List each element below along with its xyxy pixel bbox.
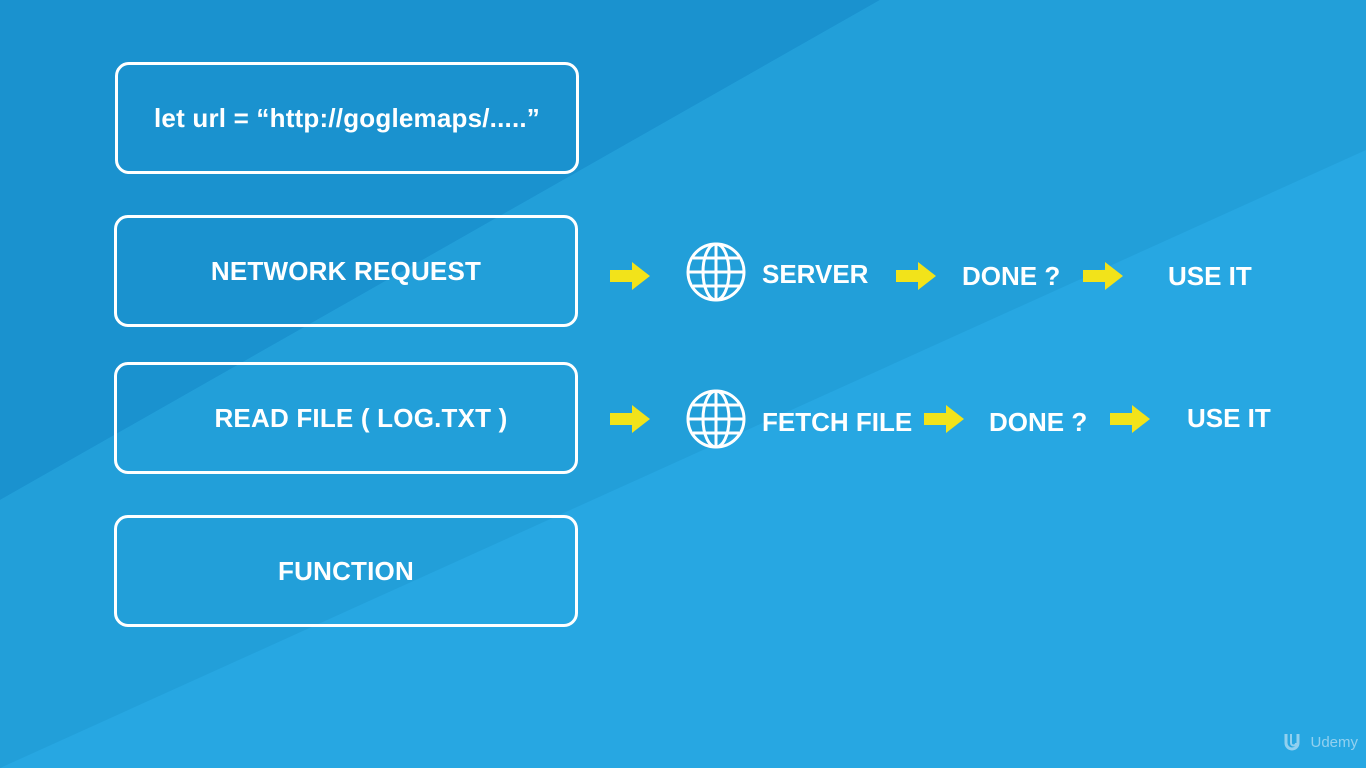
arrow-icon bbox=[924, 405, 964, 433]
arrow-icon bbox=[610, 405, 650, 433]
udemy-logo-icon bbox=[1284, 734, 1300, 751]
udemy-watermark: Udemy bbox=[1282, 730, 1358, 754]
read-file-box: READ FILE ( LOG.TXT ) bbox=[114, 362, 578, 474]
flow-network-step-server: SERVER bbox=[762, 259, 869, 289]
flow-network-step-use: USE IT bbox=[1168, 261, 1252, 291]
arrow-icon bbox=[1110, 405, 1150, 433]
arrow-icon bbox=[896, 262, 936, 290]
flow-file-step-fetch: FETCH FILE bbox=[762, 407, 913, 437]
globe-icon bbox=[685, 388, 747, 450]
function-box: FUNCTION bbox=[114, 515, 578, 627]
flow-network-step-done: DONE ? bbox=[962, 261, 1061, 291]
udemy-brand-text: Udemy bbox=[1310, 733, 1358, 751]
network-request-label: NETWORK REQUEST bbox=[210, 255, 482, 286]
arrow-icon bbox=[610, 262, 650, 290]
function-label: FUNCTION bbox=[278, 555, 414, 586]
network-request-box: NETWORK REQUEST bbox=[114, 215, 578, 327]
arrow-icon bbox=[1083, 262, 1123, 290]
flow-file-step-use: USE IT bbox=[1187, 403, 1271, 433]
flow-file-step-done: DONE ? bbox=[989, 407, 1088, 437]
read-file-label: READ FILE ( LOG.TXT ) bbox=[214, 402, 508, 433]
url-box-label: let url = “http://goglemaps/.....” bbox=[154, 102, 540, 133]
url-box: let url = “http://goglemaps/.....” bbox=[115, 62, 579, 174]
globe-icon bbox=[685, 241, 747, 303]
